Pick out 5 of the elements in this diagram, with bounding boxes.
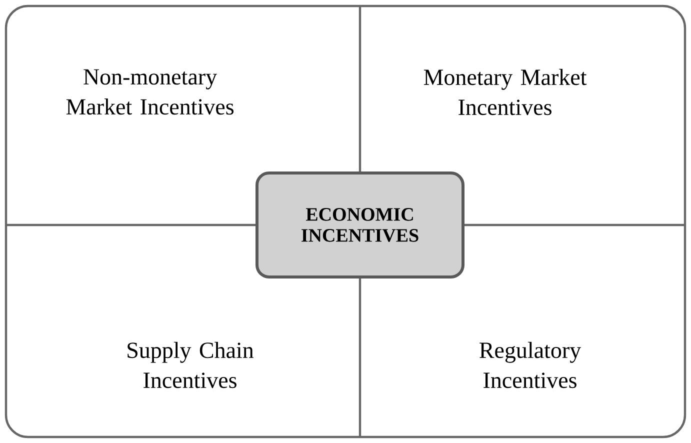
quadrant-label: Regulatory Incentives xyxy=(480,342,582,388)
quadrant-label: Non-monetary Market Incentives xyxy=(66,69,234,115)
quadrant-label: Monetary Market Incentives xyxy=(424,68,587,116)
quadrant-label: Supply Chain Incentives xyxy=(128,342,254,388)
center-box: ECONOMIC INCENTIVES xyxy=(256,172,464,278)
